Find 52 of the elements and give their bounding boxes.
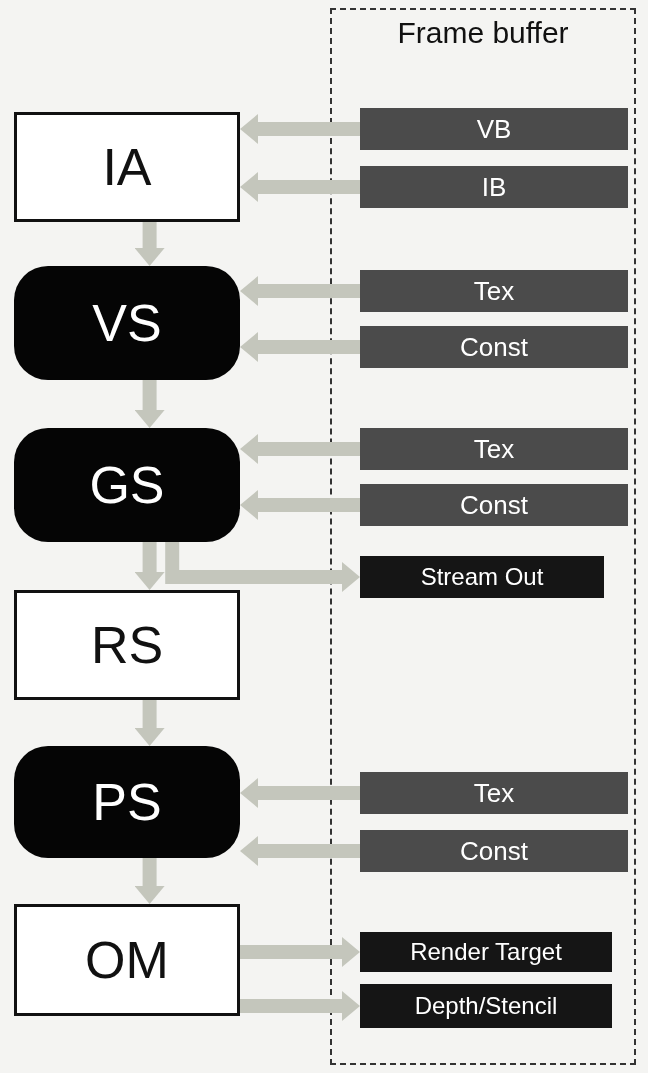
shader-stage-box: [14, 746, 240, 858]
resource-box: [360, 484, 628, 526]
resource-box: [360, 326, 628, 368]
arrow: [134, 858, 165, 904]
stage-label: Render Target: [410, 938, 562, 966]
arrow: [134, 700, 165, 746]
stage-label: VB: [476, 113, 512, 145]
output-box: [360, 556, 604, 598]
frame-buffer-region: [330, 8, 636, 1065]
arrow: [240, 836, 360, 866]
resource-box: [360, 166, 628, 208]
arrow: [134, 222, 165, 266]
stage-label: PS: [92, 772, 162, 832]
stage-box: [14, 112, 240, 222]
arrow: [240, 172, 360, 202]
arrow: [240, 778, 360, 808]
stage-label: OM: [85, 930, 169, 990]
stage-label: Const: [460, 835, 528, 867]
arrow: [165, 542, 360, 592]
arrow: [134, 542, 165, 590]
stage-label: Stream Out: [420, 563, 544, 591]
arrow: [240, 114, 360, 144]
stage-label: GS: [89, 455, 165, 515]
resource-box: [360, 270, 628, 312]
region-title: Frame buffer: [397, 16, 569, 50]
arrow: [240, 490, 360, 520]
stage-label: Const: [460, 489, 528, 521]
resource-box: [360, 772, 628, 814]
resource-box: [360, 830, 628, 872]
stage-label: Depth/Stencil: [414, 992, 558, 1020]
stage-label: Const: [460, 331, 528, 363]
shader-stage-box: [14, 428, 240, 542]
arrow: [240, 937, 360, 967]
resource-box: [360, 108, 628, 150]
stage-label: VS: [92, 293, 162, 353]
arrow: [240, 332, 360, 362]
arrow: [134, 380, 165, 428]
stage-label: Tex: [473, 433, 515, 465]
stage-box: [14, 904, 240, 1016]
output-box: [360, 932, 612, 972]
stage-box: [14, 590, 240, 700]
resource-box: [360, 428, 628, 470]
stage-label: Tex: [473, 777, 515, 809]
shader-stage-box: [14, 266, 240, 380]
stage-label: IB: [481, 171, 507, 203]
arrow: [240, 276, 360, 306]
stage-label: IA: [102, 137, 152, 197]
output-box: [360, 984, 612, 1028]
arrow: [240, 434, 360, 464]
stage-label: RS: [90, 615, 164, 675]
stage-label: Tex: [473, 275, 515, 307]
arrow: [240, 991, 360, 1021]
